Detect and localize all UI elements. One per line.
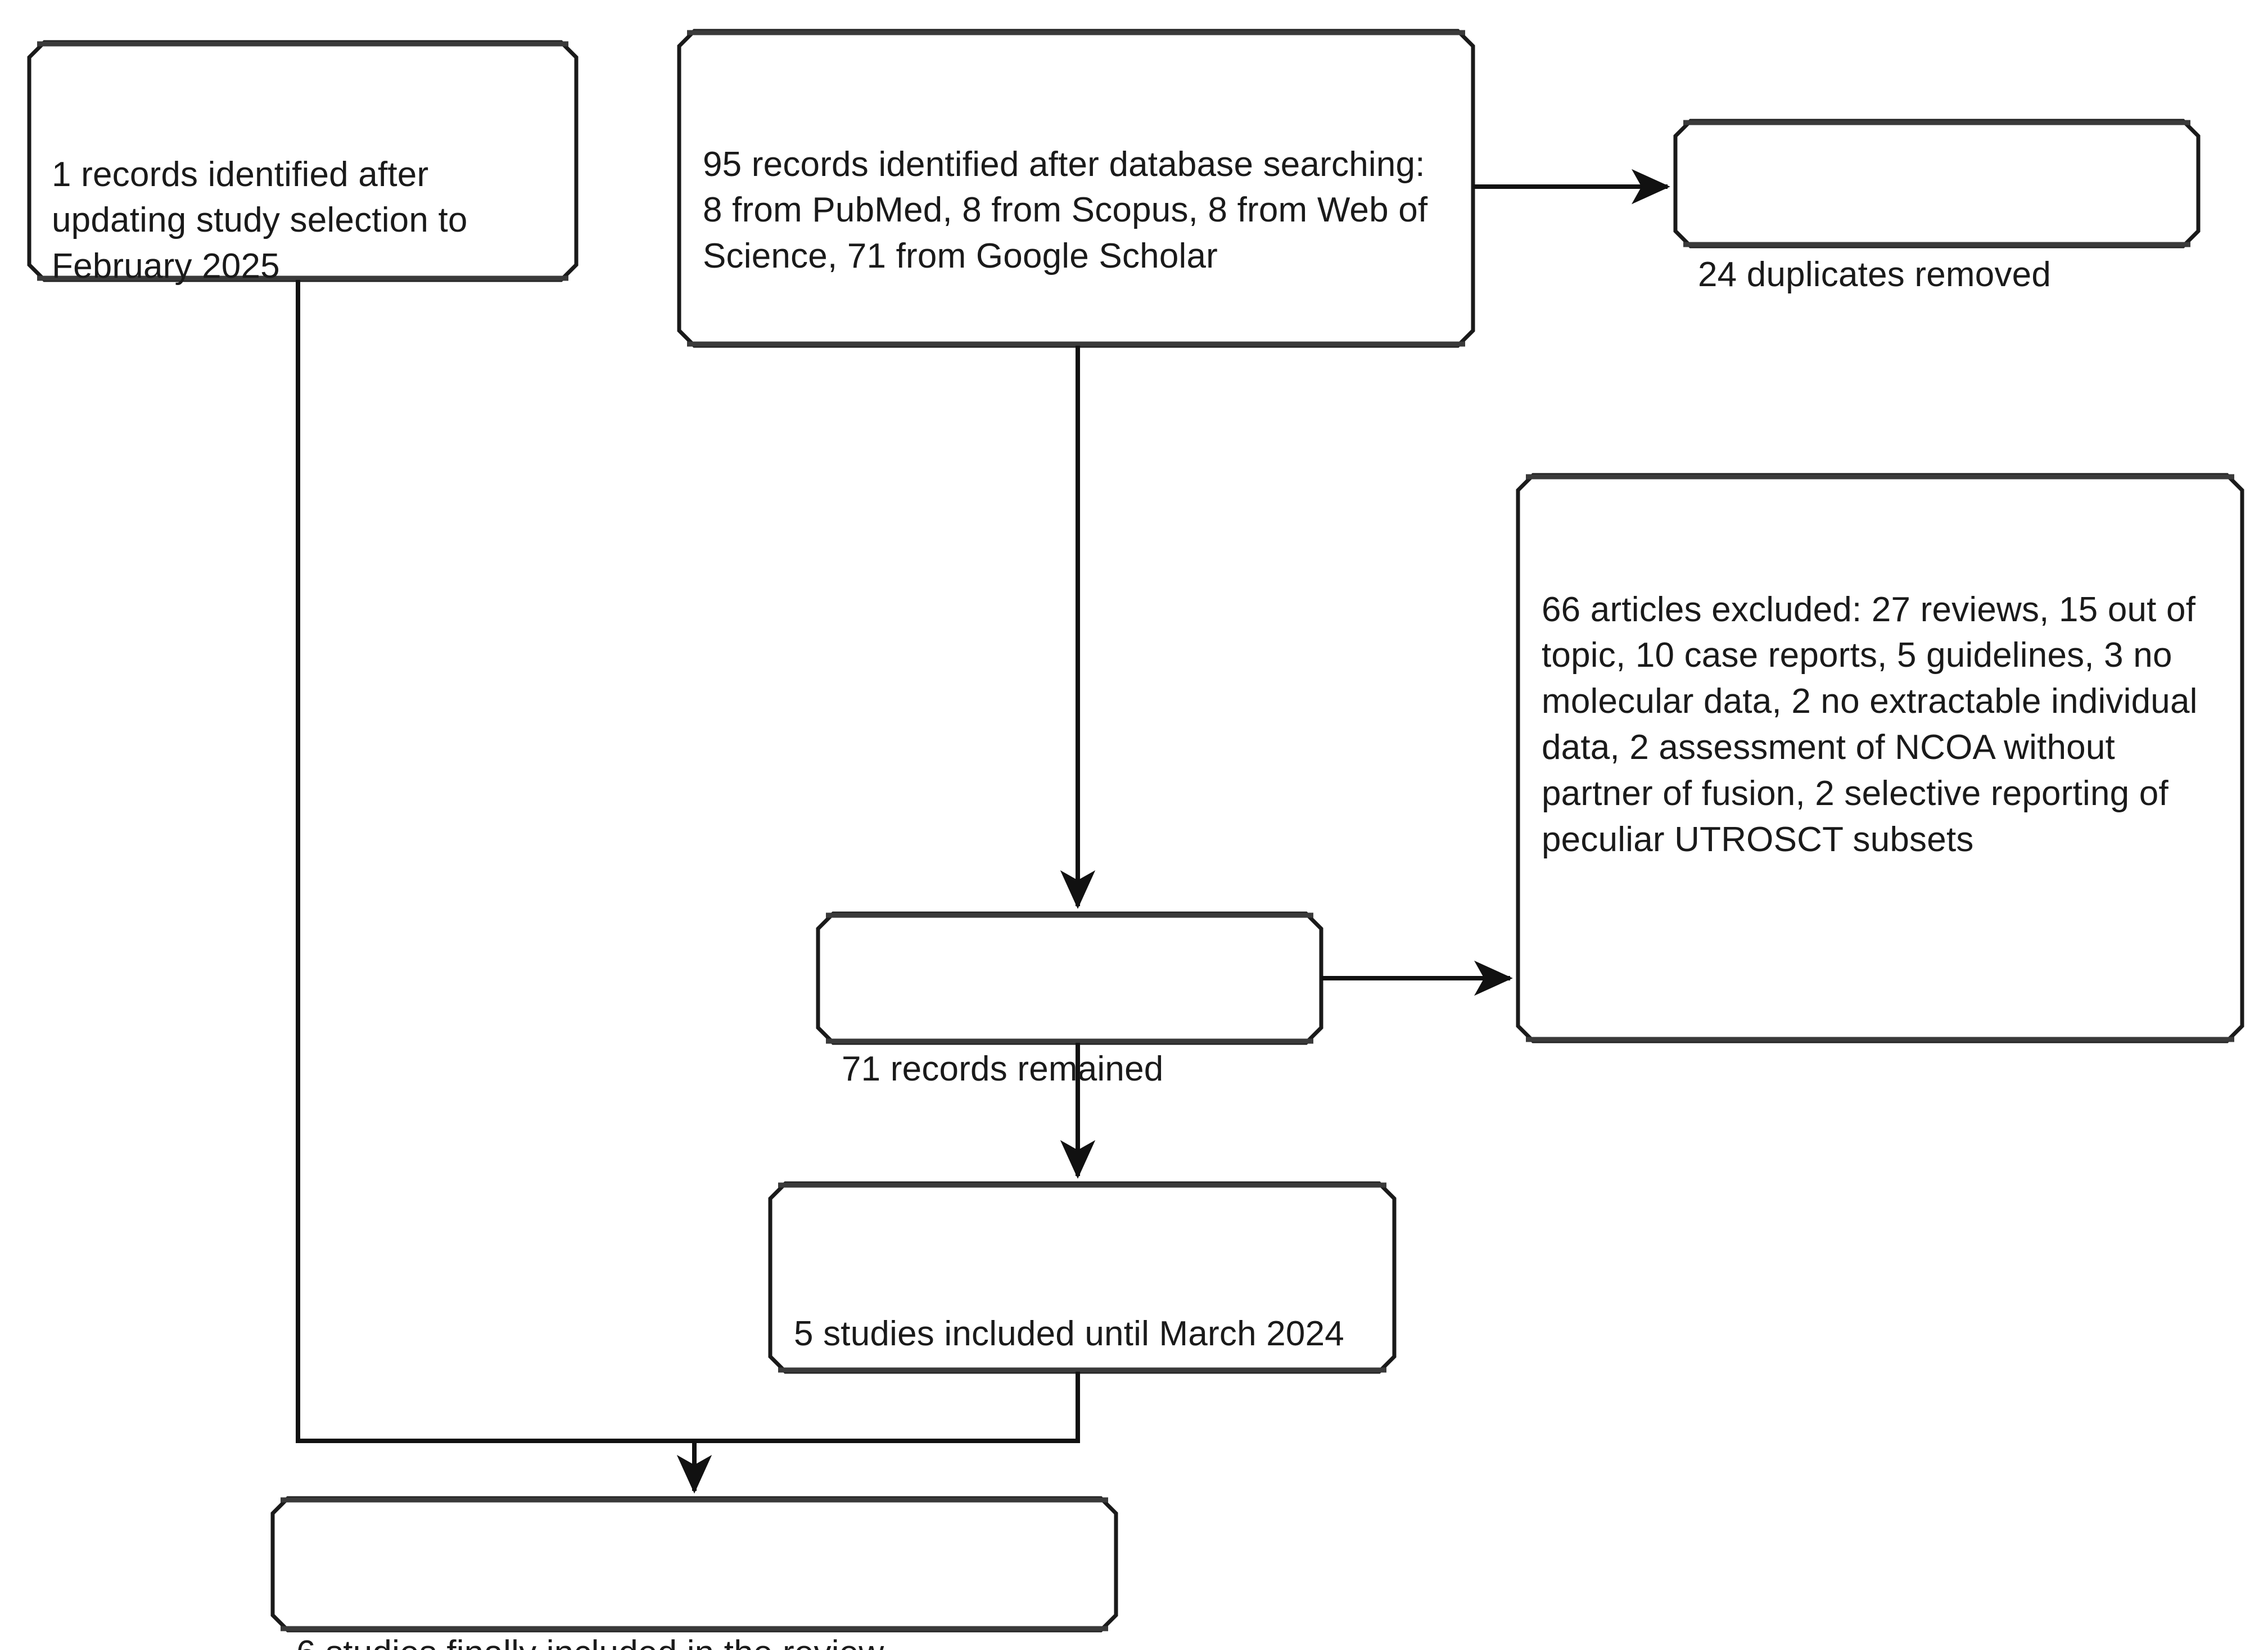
records-identified-database-searching-label: 95 records identified after database sea… (703, 144, 1438, 276)
box-outline-final (270, 1496, 1118, 1633)
box-outline-included-until (768, 1181, 1397, 1374)
records-remained-label: 71 records remained (842, 1049, 1164, 1088)
edge-included-until-elbow (694, 1372, 1080, 1443)
edge-update-to-junction (296, 280, 694, 1443)
box-outline-database-search (677, 29, 1475, 348)
box-outline-update-search (27, 40, 579, 282)
box-outline-excluded (1516, 473, 2244, 1043)
box-outline-remained (816, 911, 1323, 1045)
records-identified-after-update-label: 1 records identified after updating stud… (52, 155, 477, 286)
box-outline-duplicates (1673, 119, 2201, 248)
articles-excluded-label: 66 articles excluded: 27 reviews, 15 out… (1542, 590, 2208, 859)
duplicates-removed-label: 24 duplicates removed (1698, 255, 2052, 294)
studies-finally-included-label: 6 studies finally included in the review (296, 1538, 1106, 1650)
studies-included-until-label: 5 studies included until March 2024 (794, 1314, 1344, 1353)
